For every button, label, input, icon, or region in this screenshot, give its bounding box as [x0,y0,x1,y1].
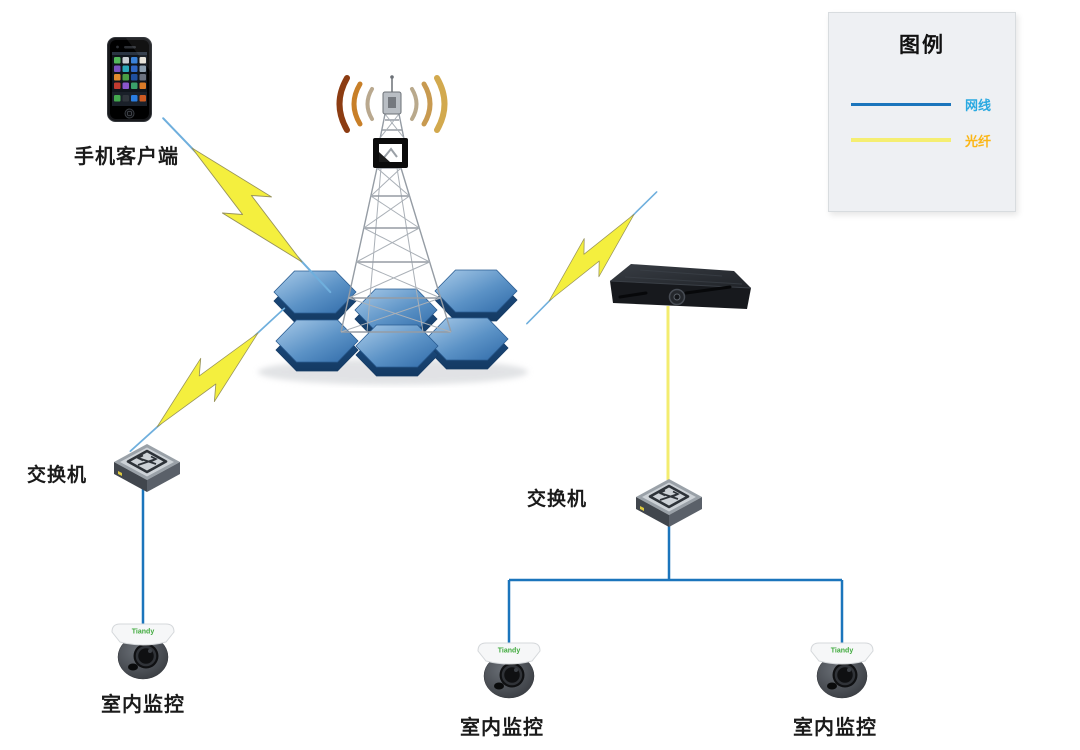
coverage-hexagons [273,269,518,377]
legend-row-ethernet: 网线 [851,94,1001,114]
tower-equipment-box [373,138,408,168]
dome-camera-icon [110,622,176,681]
phone-app-icons [112,57,147,106]
ethernet-cable-right [507,519,844,646]
switch-icon [112,442,182,494]
wireless-link-tower-nvr [516,175,667,341]
mobile-phone [107,37,152,122]
dome-camera-icon [476,641,542,700]
legend-row-fiber: 光纤 [851,130,1001,150]
ethernet-line-swatch [851,102,951,106]
dome-camera-icon [809,641,875,700]
legend-title: 图例 [899,34,945,57]
camera-left [110,622,176,681]
radio-waves-icon [336,75,448,133]
switch-icon [634,477,704,529]
switch-left [112,442,182,494]
camera-right-label: 室内监控 [793,717,877,739]
wireless-link-tower-switch [120,289,295,471]
ethernet-label: 网线 [965,97,992,113]
camera-right [809,641,875,700]
legend-box: 图例 网线 光纤 [828,12,1016,212]
fiber-line-swatch [851,138,951,142]
phone-label: 手机客户端 [74,146,179,168]
camera-mid [476,641,542,700]
switch-right [634,477,704,529]
camera-left-label: 室内监控 [101,694,185,716]
antenna [382,75,402,115]
switch-left-label: 交换机 [27,465,88,486]
phone-home-button [124,108,135,119]
cables [141,306,844,646]
camera-mid-label: 室内监控 [460,717,544,739]
nvr-device [609,264,752,309]
fiber-label: 光纤 [965,133,992,149]
switch-right-label: 交换机 [527,489,588,510]
cell-tower [336,75,452,333]
